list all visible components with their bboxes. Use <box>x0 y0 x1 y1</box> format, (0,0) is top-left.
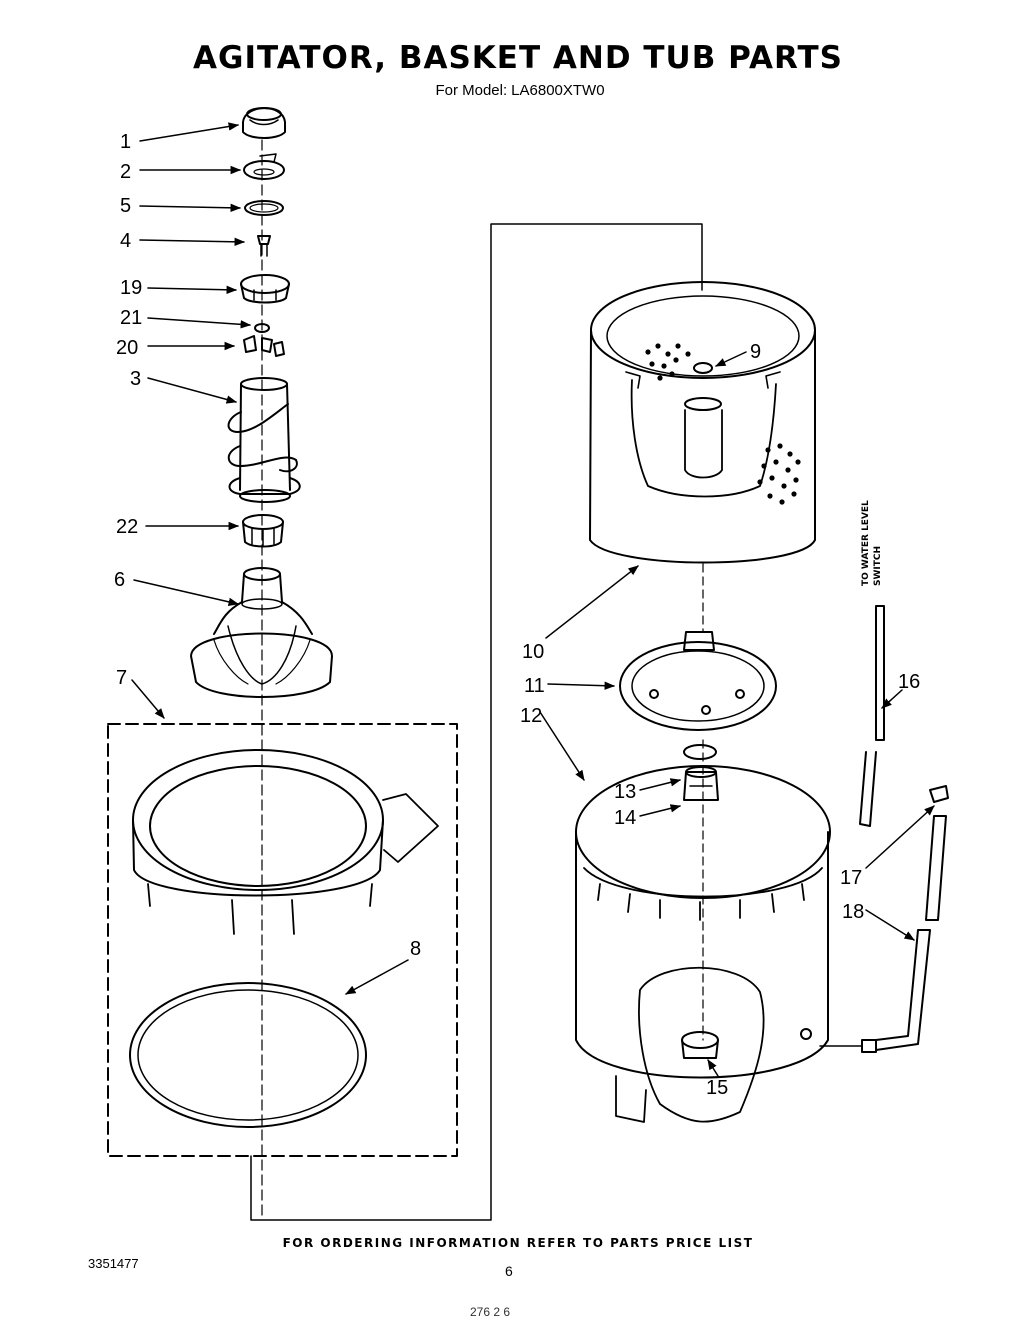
callout-20: 20 <box>116 337 138 359</box>
callout-9: 9 <box>750 341 761 363</box>
washer-basket <box>589 281 816 564</box>
callout-10: 10 <box>522 641 544 663</box>
side-label-line2: SWITCH <box>873 546 883 586</box>
cam <box>240 274 290 304</box>
bottom-scrap-text: 276 2 6 <box>470 1305 511 1319</box>
basket-holes <box>645 343 801 505</box>
callout-18: 18 <box>842 901 864 923</box>
model-prefix: For Model: <box>435 82 508 99</box>
callout-1: 1 <box>120 131 131 153</box>
callout-19: 19 <box>120 277 142 299</box>
callout-7: 7 <box>116 667 127 689</box>
ordering-info-note: FOR ORDERING INFORMATION REFER TO PARTS … <box>282 1236 754 1250</box>
document-number: 3351477 <box>88 1256 139 1271</box>
callout-14: 14 <box>614 807 636 829</box>
callout-12: 12 <box>520 705 542 727</box>
callout-13: 13 <box>614 781 636 803</box>
callout-2: 2 <box>120 161 131 183</box>
callout-16: 16 <box>898 671 920 693</box>
page-number: 6 <box>505 1263 513 1279</box>
model-number: LA6800XTW0 <box>511 82 605 99</box>
agitator-auger <box>227 377 301 503</box>
tub-seal-gasket <box>129 982 367 1128</box>
drain-hose <box>819 815 947 1053</box>
callout-6: 6 <box>114 569 125 591</box>
hose-clamp <box>929 785 949 803</box>
snap-ring <box>683 744 717 760</box>
callout-leaders <box>131 122 935 1077</box>
assembly-group-box <box>107 723 458 1157</box>
callout-3: 3 <box>130 368 141 390</box>
callout-21: 21 <box>120 307 142 329</box>
side-label-line1: TO WATER LEVEL <box>861 500 871 586</box>
dogs <box>243 335 285 357</box>
callout-15: 15 <box>706 1077 728 1099</box>
basket-drive-plate <box>619 631 777 731</box>
bolt <box>257 235 271 257</box>
callout-5: 5 <box>120 195 131 217</box>
page-title: AGITATOR, BASKET AND TUB PARTS <box>193 40 843 76</box>
callout-11: 11 <box>524 675 545 697</box>
callout-17: 17 <box>840 867 862 889</box>
seal-ring <box>244 200 284 216</box>
model-subtitle: For Model:LA6800XTW0 <box>0 82 1036 99</box>
callout-22: 22 <box>116 516 138 538</box>
fabric-softener-cap <box>242 107 286 139</box>
cap-retainer <box>243 153 285 180</box>
agitator-base <box>190 567 333 698</box>
coupling <box>242 514 284 548</box>
tub-seal <box>681 1031 719 1059</box>
callout-4: 4 <box>120 230 131 252</box>
drive-block <box>683 766 719 801</box>
callout-8: 8 <box>410 938 421 960</box>
water-level-tube <box>859 605 885 827</box>
tub-ring <box>132 749 439 935</box>
